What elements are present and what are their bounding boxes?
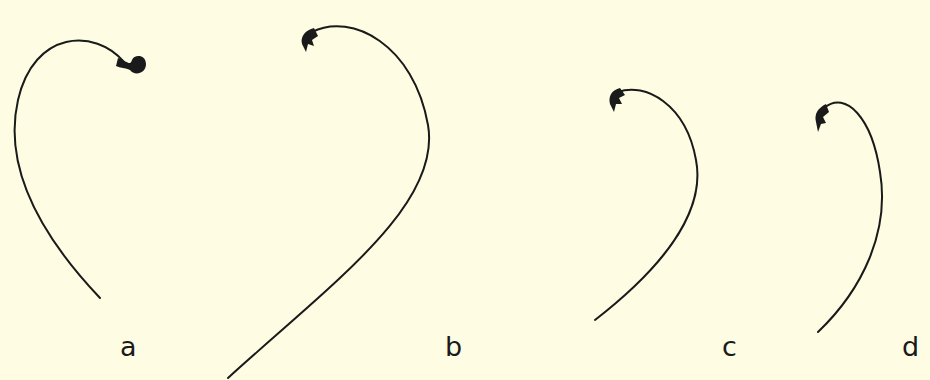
panel-letter: c	[722, 333, 737, 360]
hook-tip-d	[815, 104, 829, 132]
hook-d	[818, 103, 882, 332]
panel-letter: a	[120, 333, 137, 360]
hook-tip-a	[116, 56, 146, 73]
hook-c	[595, 90, 697, 320]
panel-letter: b	[445, 333, 462, 360]
hook-tip-c	[609, 88, 625, 112]
panel-letter: d	[902, 333, 919, 360]
hook-a	[15, 41, 124, 298]
hook-tip-b	[302, 28, 318, 52]
hook-b	[228, 26, 429, 378]
